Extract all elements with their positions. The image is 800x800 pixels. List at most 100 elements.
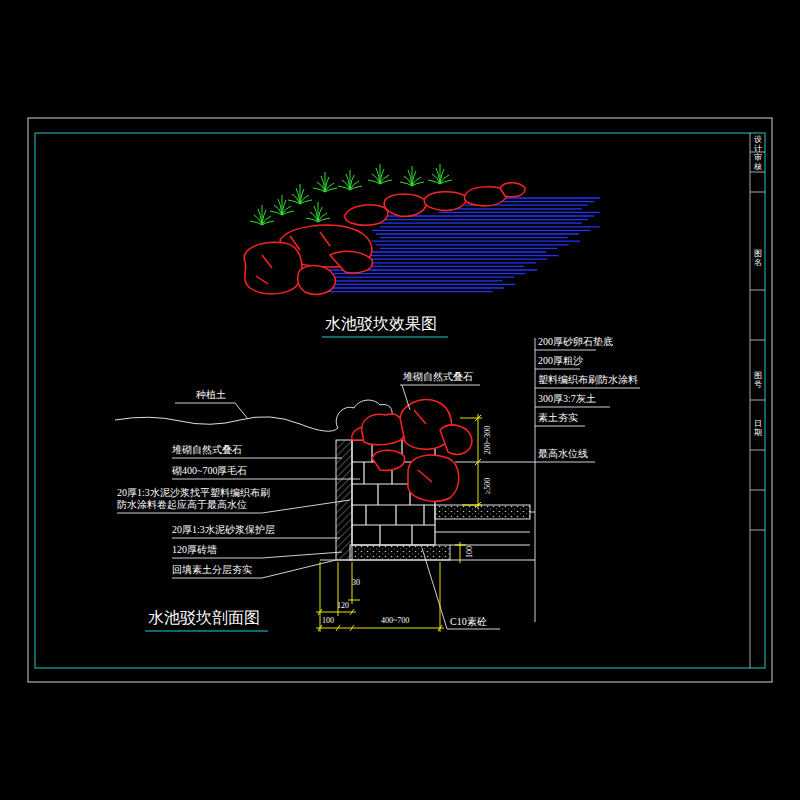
effect-rocks xyxy=(298,266,336,295)
material-label: 回填素土分层夯实 xyxy=(172,564,252,576)
section-rocks xyxy=(414,410,432,482)
title-block-text: 图号 xyxy=(754,372,762,390)
dimension-text: 120 xyxy=(337,601,349,611)
pool-bottom-layers xyxy=(435,505,530,519)
leader-lines xyxy=(175,403,248,419)
plant-sketch xyxy=(306,218,318,222)
ground-line xyxy=(115,400,535,560)
plant-sketch xyxy=(400,166,424,186)
plant-sketch xyxy=(400,182,412,186)
plant-sketch xyxy=(346,174,350,190)
plant-sketch xyxy=(380,180,392,184)
dimension-lines xyxy=(316,600,444,628)
leader-lines xyxy=(172,538,340,539)
effect-rocks xyxy=(244,242,302,293)
plant-sketch xyxy=(270,211,282,215)
title-block xyxy=(750,450,765,451)
plant-sketch xyxy=(412,182,424,186)
effect-rocks xyxy=(384,194,426,216)
dimension-lines xyxy=(475,415,481,508)
title-underlines xyxy=(145,630,268,631)
leader-lines xyxy=(535,338,536,622)
sheet-frame xyxy=(28,118,772,682)
title-block xyxy=(750,192,765,193)
plant-sketch xyxy=(338,170,362,190)
ground-line xyxy=(115,417,338,431)
leader-lines xyxy=(172,458,342,459)
plant-sketch xyxy=(428,180,440,184)
section-rocks xyxy=(408,455,459,501)
dimension-text: ≥500 xyxy=(484,478,492,494)
dimension-lines xyxy=(320,562,440,632)
plant-sketch xyxy=(428,164,452,184)
leader-lines xyxy=(172,560,336,578)
title-underlines xyxy=(145,337,448,631)
sheet-frame xyxy=(35,133,765,668)
plant-sketch xyxy=(408,170,412,186)
section-rocks xyxy=(440,425,472,454)
title-underlines xyxy=(322,336,448,337)
leader-lines xyxy=(400,385,480,410)
plant-sketch xyxy=(250,221,262,225)
water-hatch xyxy=(439,212,600,213)
dimension-lines xyxy=(316,414,482,632)
plant-sketch xyxy=(325,188,337,192)
water-level-label: 最高水位线 xyxy=(538,448,588,460)
leader-lines xyxy=(117,338,640,629)
water-hatch xyxy=(312,273,526,274)
water-hatch xyxy=(316,277,514,278)
pool-bottom-layers xyxy=(435,532,530,533)
dimension-text: 30 xyxy=(352,578,360,588)
plant-sketch xyxy=(350,186,362,190)
effect-rocks xyxy=(500,183,525,197)
material-label: 种植土 xyxy=(196,389,226,401)
plant-sketch xyxy=(262,221,274,225)
plant-sketch xyxy=(376,168,380,184)
water-hatch xyxy=(320,280,503,281)
title-block-text: 图名 xyxy=(754,250,762,268)
leader-lines xyxy=(535,350,640,426)
water-hatch xyxy=(372,219,588,220)
material-label: 塑料编织布刷防水涂料 xyxy=(538,374,638,386)
title-block xyxy=(750,490,765,491)
material-label: 砌400~700厚毛石 xyxy=(172,465,247,477)
concrete-base xyxy=(350,545,450,560)
plant-sketch xyxy=(270,195,294,215)
plant-sketch xyxy=(288,200,300,204)
leader-lines xyxy=(422,548,500,629)
material-label: 堆砌自然式叠石 xyxy=(172,444,242,456)
plant-sketch xyxy=(318,213,327,222)
plant-sketch xyxy=(368,164,392,184)
plant-sketch xyxy=(262,216,271,225)
material-label: 200厚粗沙 xyxy=(538,355,583,367)
plant-sketch xyxy=(278,199,282,215)
section-rocks xyxy=(372,450,405,470)
title-block-text: 日期 xyxy=(754,420,762,438)
plant-sketch xyxy=(313,188,325,192)
dimension-text: 100 xyxy=(322,616,334,626)
plant-sketch xyxy=(318,218,330,222)
concrete-base xyxy=(350,545,450,560)
material-label: 20厚1:3水泥沙浆找平塑料编织布刷防水涂料卷起应高于最高水位 xyxy=(117,487,279,511)
dimension-lines xyxy=(455,542,466,563)
leader-lines xyxy=(530,512,535,513)
title-block xyxy=(750,133,751,668)
water-hatch xyxy=(372,230,590,231)
title-block xyxy=(750,172,765,173)
plant-sketch xyxy=(436,168,440,184)
plant-sketch xyxy=(300,195,309,204)
material-label: 120厚砖墙 xyxy=(172,544,217,556)
plant-sketch xyxy=(306,202,330,222)
title-block xyxy=(750,400,765,401)
water-hatch xyxy=(380,237,568,238)
dimension-text: 200~300 xyxy=(484,426,492,454)
dimension-text: 100 xyxy=(466,546,474,558)
section-rocks xyxy=(362,414,405,444)
pool-bottom-layers xyxy=(455,462,530,463)
plant-sketch xyxy=(313,172,337,192)
material-label: 200厚砂卵石垫底 xyxy=(538,336,613,348)
effect-rocks xyxy=(244,183,525,295)
plant-sketch xyxy=(368,180,380,184)
